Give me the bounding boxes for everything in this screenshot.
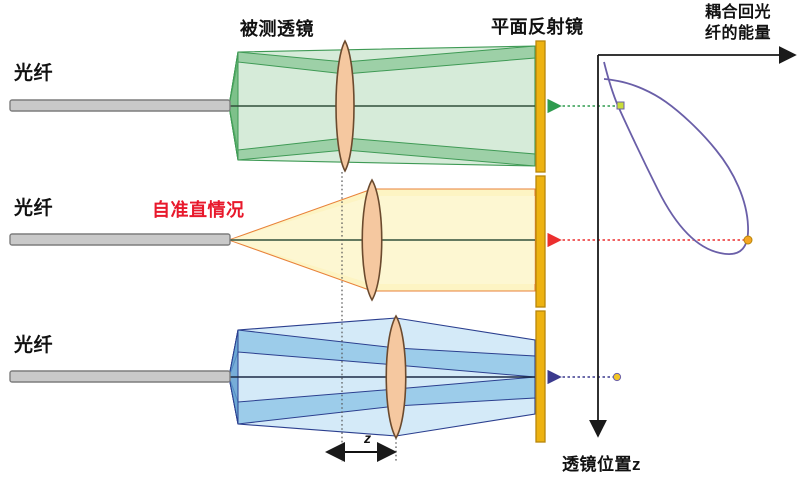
fiber-green: [9, 99, 231, 112]
green-beam-inner-bottom: [228, 105, 536, 167]
blue-beam-cross-lower: [228, 376, 536, 425]
mirror-blue: [535, 310, 546, 443]
fiber-blue: [9, 370, 231, 383]
mirror-yellow: [535, 175, 546, 308]
z-marker-label: z: [364, 430, 372, 446]
mirror-green: [535, 40, 546, 173]
autocollimation-note: 自准直情况: [152, 200, 245, 220]
row-blue-optics: [9, 310, 620, 443]
energy-axis-label: 耦合回光 纤的能量: [705, 4, 772, 42]
plane-mirror-label: 平面反射镜: [491, 17, 584, 37]
lens-blue: [385, 314, 407, 440]
lens-under-test-label: 被测透镜: [240, 19, 314, 39]
fiber-label-yellow: 光纤: [14, 198, 54, 219]
lens-yellow: [361, 178, 383, 302]
row-yellow-optics: [9, 175, 745, 308]
fiber-yellow: [9, 233, 231, 246]
curve-marker-orange: [743, 235, 753, 245]
green-beam-inner-top: [228, 45, 536, 107]
coupled-energy-curve: [603, 61, 749, 255]
row-green-optics: [9, 39, 620, 173]
lens-position-axis-label: 透镜位置z: [562, 455, 641, 474]
curve-marker-green: [616, 101, 625, 110]
fiber-label-blue: 光纤: [14, 335, 54, 356]
plot-axes: [589, 46, 797, 438]
curve-marker-yellow: [612, 372, 622, 382]
fiber-label-green: 光纤: [14, 63, 54, 84]
blue-beam-cross-upper: [228, 329, 536, 378]
lens-green: [335, 39, 355, 173]
